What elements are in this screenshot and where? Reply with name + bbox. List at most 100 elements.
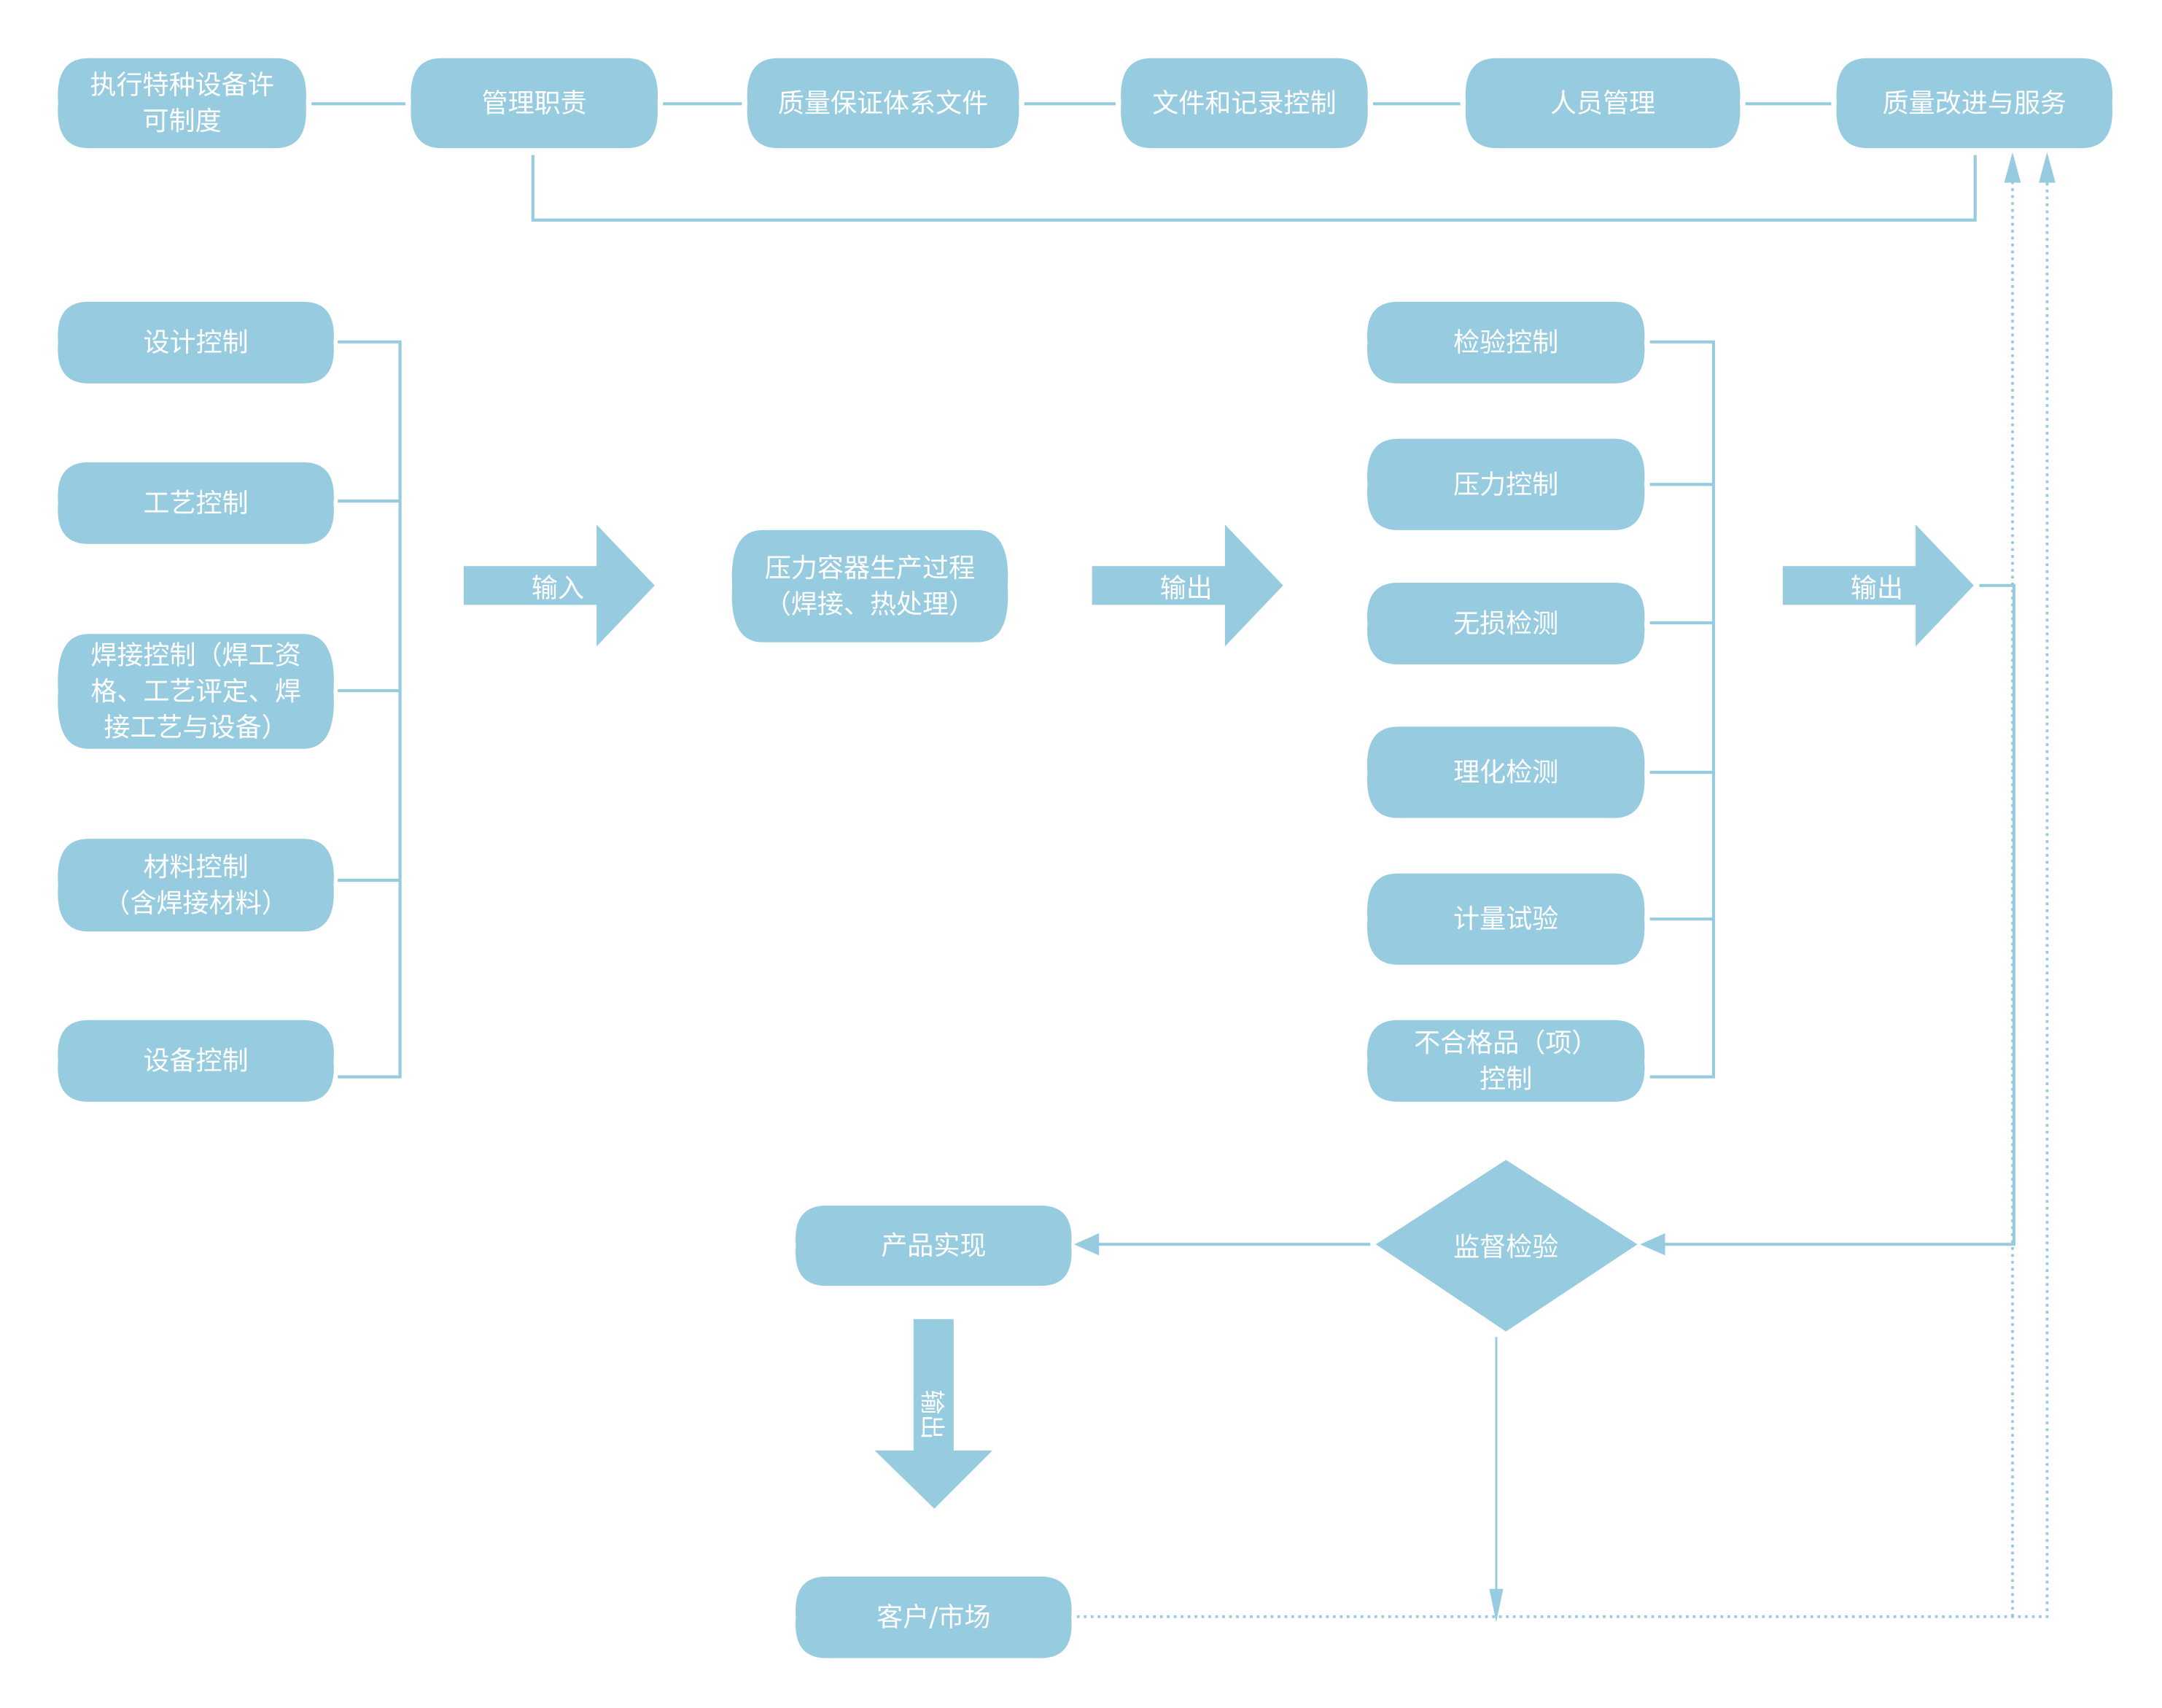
production-node-label-line: 压力容器生产过程 <box>765 553 975 583</box>
top-node-qa-docs-shape <box>747 58 1019 149</box>
input-node-design[interactable] <box>58 301 334 384</box>
input-node-equipment-shape <box>58 1020 334 1102</box>
output-arrow-2-label: 输出 <box>1851 573 1903 604</box>
output-arrow-3-label: 输出 <box>917 1389 946 1439</box>
connectors <box>311 102 2056 1623</box>
check-node-metrology[interactable] <box>1367 873 1645 965</box>
check-node-metrology-shape <box>1367 873 1645 965</box>
check-node-nonconforming-shape <box>1367 1020 1645 1102</box>
product-node[interactable] <box>796 1206 1072 1286</box>
input-node-design-shape <box>58 301 334 384</box>
top-node-doc-control-label: 文件和记录控制 <box>1152 88 1336 118</box>
output-arrow-2 <box>1782 524 1974 647</box>
production-node-label-line: （焊接、热处理） <box>765 589 975 619</box>
input-node-welding-label-line: 接工艺与设备） <box>104 712 287 742</box>
output-arrow-1 <box>1092 524 1283 647</box>
input-node-equipment-label-line: 设备控制 <box>143 1046 248 1076</box>
input-node-welding-label: 焊接控制（焊工资格、工艺评定、焊接工艺与设备） <box>90 640 300 743</box>
input-node-process-shape <box>58 462 334 544</box>
check-node-pressure-label-line: 压力控制 <box>1453 469 1558 500</box>
production-node[interactable] <box>731 529 1008 643</box>
production-node-label: 压力容器生产过程 （焊接、热处理） <box>765 553 975 619</box>
top-node-improvement-shape <box>1836 58 2113 149</box>
input-node-material-label: 材料控制 （含焊接材料） <box>104 852 287 918</box>
top-node-improvement-label-line: 质量改进与服务 <box>1883 88 2066 118</box>
top-node-personnel-label-line: 人员管理 <box>1550 88 1655 118</box>
checks-bracket <box>1649 340 1716 1079</box>
top-node-permit-label-line: 可制度 <box>143 106 222 136</box>
arrowhead-up-icon <box>2004 152 2021 183</box>
product-node-shape <box>796 1206 1072 1286</box>
check-node-inspection[interactable] <box>1367 301 1645 384</box>
output-arrow-3 <box>874 1319 993 1509</box>
top-node-mgmt-shape <box>411 58 658 149</box>
nodes: 执行特种设备许可制度 管理职责 质量保证体系文件 文件和记录控制 人员管理 质量改进与服务… <box>58 58 2113 1658</box>
top-node-improvement[interactable] <box>1836 58 2113 149</box>
check-node-pressure-label: 压力控制 <box>1453 469 1558 500</box>
input-node-welding-label-line: 焊接控制（焊工资 <box>90 640 300 671</box>
check-node-physchem-shape <box>1367 726 1645 818</box>
input-bracket <box>338 340 402 1079</box>
input-arrow <box>463 524 655 647</box>
top-node-qa-docs-label-line: 质量保证体系文件 <box>778 88 988 118</box>
top-node-qa-docs-label: 质量保证体系文件 <box>778 88 988 118</box>
check-node-ndt-label-line: 无损检测 <box>1453 608 1558 639</box>
input-node-material[interactable] <box>58 839 334 932</box>
check-node-physchem[interactable] <box>1367 726 1645 818</box>
supervision-diamond-shape <box>1375 1160 1638 1332</box>
check-node-ndt-label: 无损检测 <box>1453 608 1558 639</box>
input-arrow-label: 输入 <box>532 573 584 604</box>
product-node-label: 产品实现 <box>881 1230 986 1261</box>
dotted-feedback-2 <box>1076 182 2049 1618</box>
top-node-mgmt-label-line: 管理职责 <box>482 88 587 118</box>
input-node-process[interactable] <box>58 462 334 544</box>
customer-node[interactable] <box>796 1576 1072 1658</box>
check-node-inspection-shape <box>1367 301 1645 384</box>
feedback-line <box>531 155 1977 222</box>
check-node-nonconforming[interactable] <box>1367 1020 1645 1102</box>
check-node-nonconforming-label-line: 控制 <box>1479 1063 1532 1094</box>
supervision-diamond[interactable]: 监督检验 <box>1375 1160 1638 1332</box>
check-node-inspection-label: 检验控制 <box>1453 327 1558 358</box>
check-node-ndt-shape <box>1367 583 1645 664</box>
arrowhead-up-icon <box>2039 152 2056 183</box>
input-node-design-label: 设计控制 <box>143 327 248 358</box>
production-node-shape <box>731 529 1008 643</box>
input-node-material-label-line: （含焊接材料） <box>104 888 287 918</box>
top-node-permit-label-line: 执行特种设备许 <box>90 70 273 101</box>
top-node-improvement-label: 质量改进与服务 <box>1883 88 2066 118</box>
arrowhead-left-icon <box>1640 1233 1665 1256</box>
top-node-doc-control-shape <box>1121 58 1368 149</box>
input-node-equipment[interactable] <box>58 1020 334 1102</box>
customer-node-label-line: 客户/市场 <box>876 1602 990 1633</box>
product-node-label-line: 产品实现 <box>881 1230 986 1261</box>
check-node-nonconforming-label: 不合格品（项） 控制 <box>1414 1028 1598 1094</box>
input-node-material-label-line: 材料控制 <box>143 852 248 882</box>
top-node-mgmt-label: 管理职责 <box>482 88 587 118</box>
input-node-process-label: 工艺控制 <box>143 488 248 519</box>
top-node-personnel-shape <box>1465 58 1741 149</box>
top-node-permit[interactable] <box>58 58 306 149</box>
top-node-qa-docs[interactable] <box>747 58 1019 149</box>
supervision-label: 监督检验 <box>1453 1232 1558 1262</box>
check-node-inspection-label-line: 检验控制 <box>1453 327 1558 358</box>
input-node-process-label-line: 工艺控制 <box>143 488 248 519</box>
check-node-nonconforming-label-line: 不合格品（项） <box>1414 1028 1598 1058</box>
check-node-metrology-label-line: 计量试验 <box>1453 904 1558 934</box>
customer-node-shape <box>796 1576 1072 1658</box>
input-node-design-label-line: 设计控制 <box>143 327 248 358</box>
input-node-welding[interactable] <box>58 634 334 749</box>
top-node-doc-control[interactable] <box>1121 58 1368 149</box>
arrowhead-left-icon <box>1074 1233 1100 1256</box>
check-node-ndt[interactable] <box>1367 583 1645 664</box>
check-node-physchem-label-line: 理化检测 <box>1453 757 1558 788</box>
input-node-welding-label-line: 格、工艺评定、焊 <box>90 676 300 707</box>
top-node-permit-shape <box>58 58 306 149</box>
top-node-personnel[interactable] <box>1465 58 1741 149</box>
check-node-pressure[interactable] <box>1367 438 1645 530</box>
check-node-physchem-label: 理化检测 <box>1453 757 1558 788</box>
check-node-pressure-shape <box>1367 438 1645 530</box>
input-node-material-shape <box>58 839 334 932</box>
top-node-mgmt[interactable] <box>411 58 658 149</box>
